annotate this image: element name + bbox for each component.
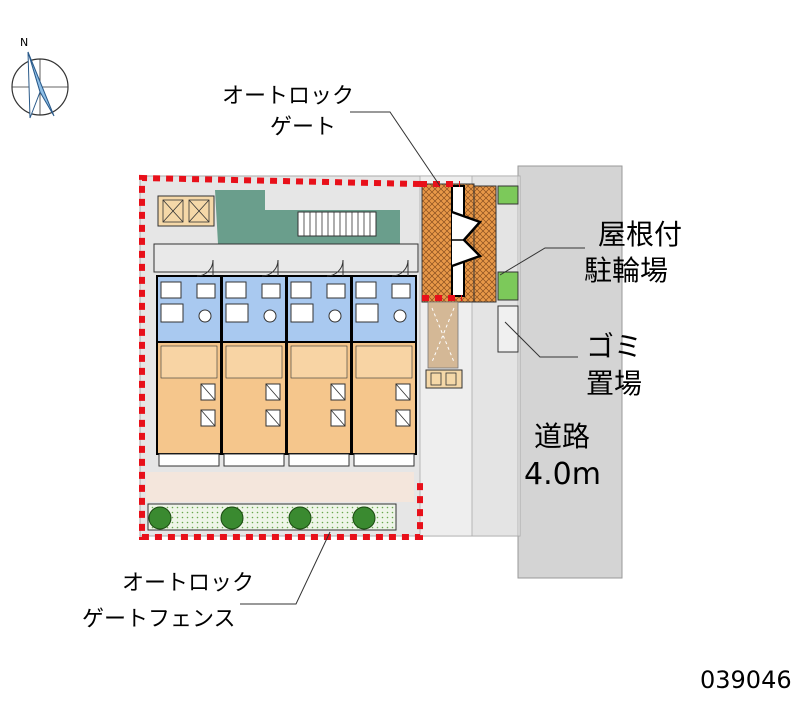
site-boundary: [139, 174, 423, 540]
kitchen: [160, 303, 184, 323]
washbasin: [261, 283, 281, 299]
apartment-units: [156, 259, 417, 467]
leader-lines: [240, 111, 585, 605]
washbasin: [326, 283, 346, 299]
unit-1: [156, 259, 222, 467]
toilet-icon: [393, 309, 407, 323]
washbasin: [196, 283, 216, 299]
walkway: [427, 301, 459, 369]
toilet-icon: [328, 309, 342, 323]
unit-3: [286, 259, 352, 467]
toilet-icon: [263, 309, 277, 323]
washbasin: [391, 283, 411, 299]
planter: [497, 271, 519, 301]
garbage-label: 置場: [586, 367, 642, 400]
north-letter: N: [20, 36, 28, 49]
balcony: [158, 453, 220, 467]
garbage-label: ゴミ: [586, 330, 642, 363]
bathtub: [225, 281, 247, 299]
bike-parking-label: 駐輪場: [584, 254, 668, 287]
unit-2: [221, 259, 287, 467]
bike-parking-label: 屋根付: [598, 218, 682, 251]
bathtub: [355, 281, 377, 299]
staircase: [303, 212, 371, 236]
drain-box: [425, 369, 463, 389]
fence-label: ゲートフェンス: [82, 607, 236, 632]
utility-box: [157, 195, 215, 227]
fence-label: オートロック: [122, 571, 254, 596]
compass-icon: [11, 51, 69, 119]
road: [517, 165, 623, 579]
kitchen: [225, 303, 249, 323]
autolock-gate-label: オートロック: [222, 84, 354, 109]
unit-4: [351, 259, 417, 467]
bathtub: [160, 281, 182, 299]
toilet-icon: [198, 309, 212, 323]
kitchen: [355, 303, 379, 323]
bike-parking-extension: [473, 185, 497, 303]
shrubs: [148, 506, 376, 530]
autolock-gate-label: ゲート: [270, 115, 336, 140]
road-width-label: 4.0m: [524, 457, 601, 492]
planter: [497, 185, 519, 205]
balcony: [288, 453, 350, 467]
property-code: 039046: [700, 666, 792, 694]
road-label: 道路: [534, 420, 590, 453]
gate-doors: [451, 185, 483, 297]
kitchen: [290, 303, 314, 323]
path: [146, 472, 414, 502]
garbage-area: [497, 305, 519, 353]
bathtub: [290, 281, 312, 299]
balcony: [353, 453, 415, 467]
balcony: [223, 453, 285, 467]
